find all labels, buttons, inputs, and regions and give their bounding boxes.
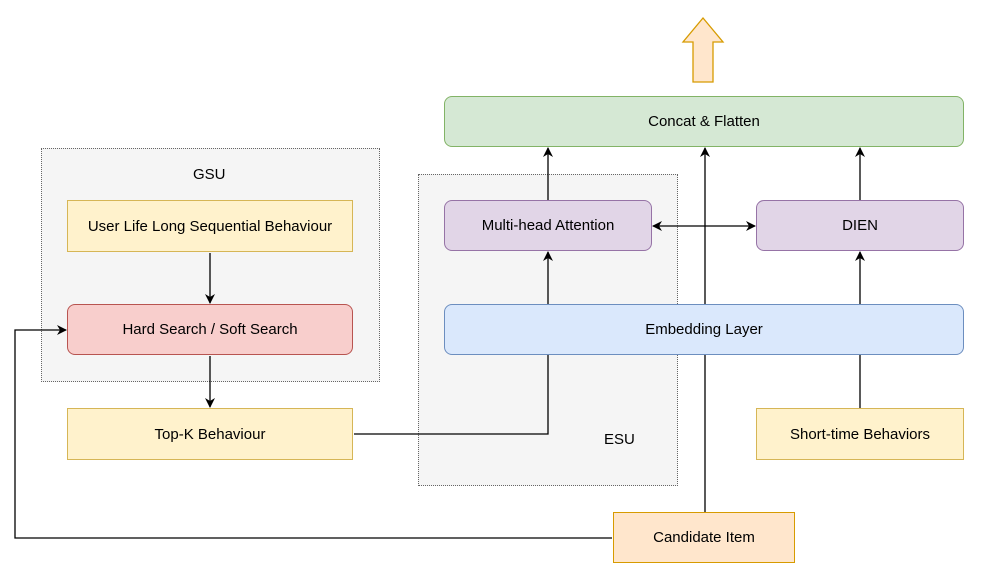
- multi-head-attention-node: Multi-head Attention: [444, 200, 652, 251]
- output-arrow-icon: [681, 16, 725, 83]
- esu-group-label: ESU: [604, 431, 635, 448]
- user-life-long-behaviour-node: User Life Long Sequential Behaviour: [67, 200, 353, 252]
- embedding-layer-node: Embedding Layer: [444, 304, 964, 355]
- candidate-item-node: Candidate Item: [613, 512, 795, 563]
- hard-soft-search-node: Hard Search / Soft Search: [67, 304, 353, 355]
- short-time-behaviors-node: Short-time Behaviors: [756, 408, 964, 460]
- gsu-group-label: GSU: [193, 166, 226, 183]
- top-k-behaviour-node: Top-K Behaviour: [67, 408, 353, 460]
- dien-node: DIEN: [756, 200, 964, 251]
- concat-flatten-node: Concat & Flatten: [444, 96, 964, 147]
